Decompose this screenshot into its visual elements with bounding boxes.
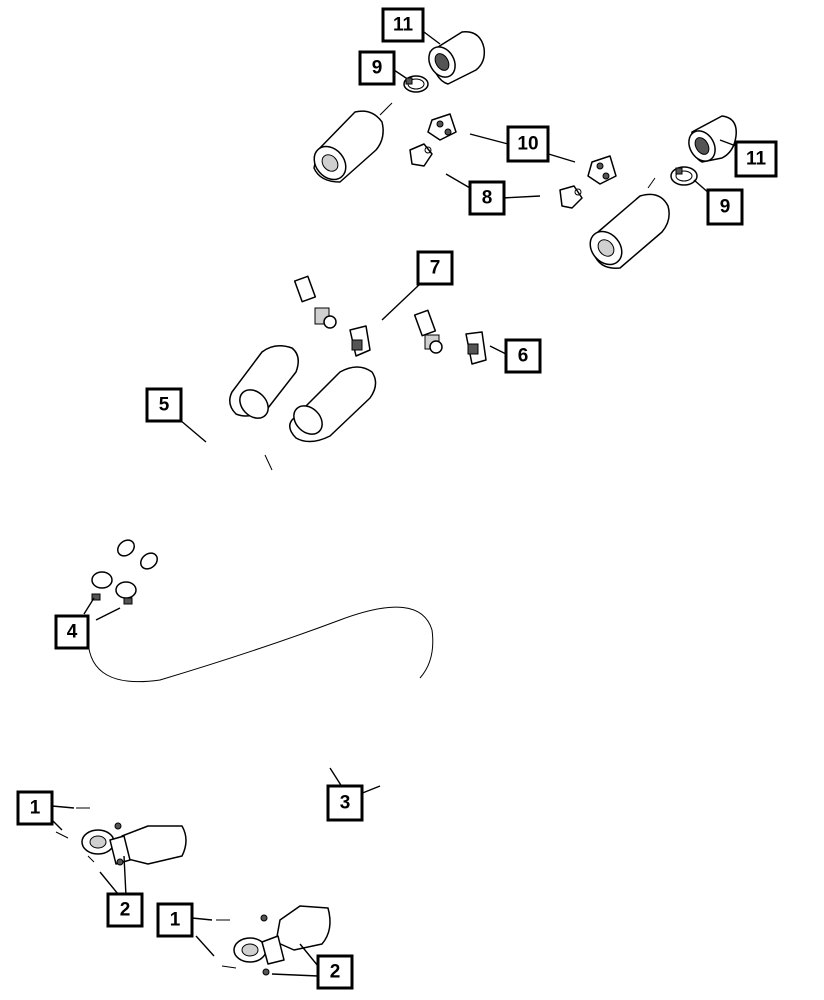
isolator-part-7 (349, 325, 371, 357)
svg-text:9: 9 (720, 197, 731, 218)
callout-5: 5 (145, 387, 183, 423)
left-rear-muffler (313, 102, 393, 183)
callout-1-left: 1 (16, 790, 54, 826)
hanger-bracket-upper (409, 143, 433, 167)
catalytic-converter-right (233, 905, 331, 965)
callout-4: 4 (54, 614, 90, 650)
svg-text:9: 9 (372, 58, 383, 79)
svg-text:1: 1 (170, 910, 181, 931)
callout-6: 6 (504, 338, 542, 374)
tip-clamp-upper (403, 75, 429, 93)
callout-10: 10 (506, 125, 550, 163)
pipe-hanger-right (413, 309, 443, 354)
catalytic-converter-left (81, 825, 187, 865)
callout-7: 7 (416, 250, 454, 286)
svg-text:8: 8 (482, 188, 493, 209)
callout-8: 8 (468, 180, 506, 216)
front-exhaust-assembly (55, 702, 438, 976)
rubber-isolator-upper (427, 113, 457, 141)
callout-11-upper: 11 (381, 7, 425, 43)
tip-clamp-right (670, 166, 698, 186)
callout-2-left: 2 (106, 892, 144, 928)
right-tailpipe (352, 242, 608, 380)
isolator-part-6 (465, 331, 487, 365)
nuts-right (260, 914, 270, 976)
exhaust-tip-right (688, 115, 737, 163)
svg-text:2: 2 (330, 962, 341, 983)
nuts-left (114, 822, 124, 866)
studs-left (55, 807, 95, 863)
svg-text:6: 6 (518, 346, 529, 367)
intermediate-pipes (117, 401, 307, 570)
right-rear-muffler (589, 177, 670, 269)
pipe-hanger-left (293, 275, 337, 329)
svg-text:2: 2 (120, 900, 131, 921)
band-clamps (91, 571, 137, 605)
callout-1-right: 1 (156, 902, 194, 938)
center-resonator-left (229, 345, 299, 419)
rear-exhaust-assembly (117, 31, 737, 570)
exhaust-tip-upper (428, 31, 486, 85)
callout-11-right: 11 (734, 140, 778, 178)
leader-lines (51, 31, 737, 977)
callouts: 11 9 10 11 8 9 7 6 (16, 7, 778, 990)
svg-text:10: 10 (517, 134, 538, 155)
callout-2-right: 2 (316, 954, 354, 990)
assembly-separator-line (87, 606, 434, 683)
svg-text:3: 3 (340, 793, 351, 814)
front-pipe-right (310, 707, 438, 928)
studs-right (216, 919, 237, 969)
front-pipe-left (162, 702, 383, 848)
callout-9-upper: 9 (358, 50, 396, 86)
center-resonator-right (289, 366, 377, 443)
hanger-bracket-right (559, 185, 583, 209)
callout-3: 3 (326, 784, 364, 822)
rubber-isolator-right (587, 155, 617, 185)
svg-text:11: 11 (393, 15, 414, 36)
left-tailpipe (262, 162, 380, 388)
svg-text:4: 4 (67, 622, 78, 643)
svg-text:11: 11 (746, 149, 767, 170)
svg-text:7: 7 (430, 258, 441, 279)
svg-text:5: 5 (159, 395, 170, 416)
callout-9-right: 9 (706, 188, 744, 226)
svg-text:1: 1 (30, 798, 41, 819)
